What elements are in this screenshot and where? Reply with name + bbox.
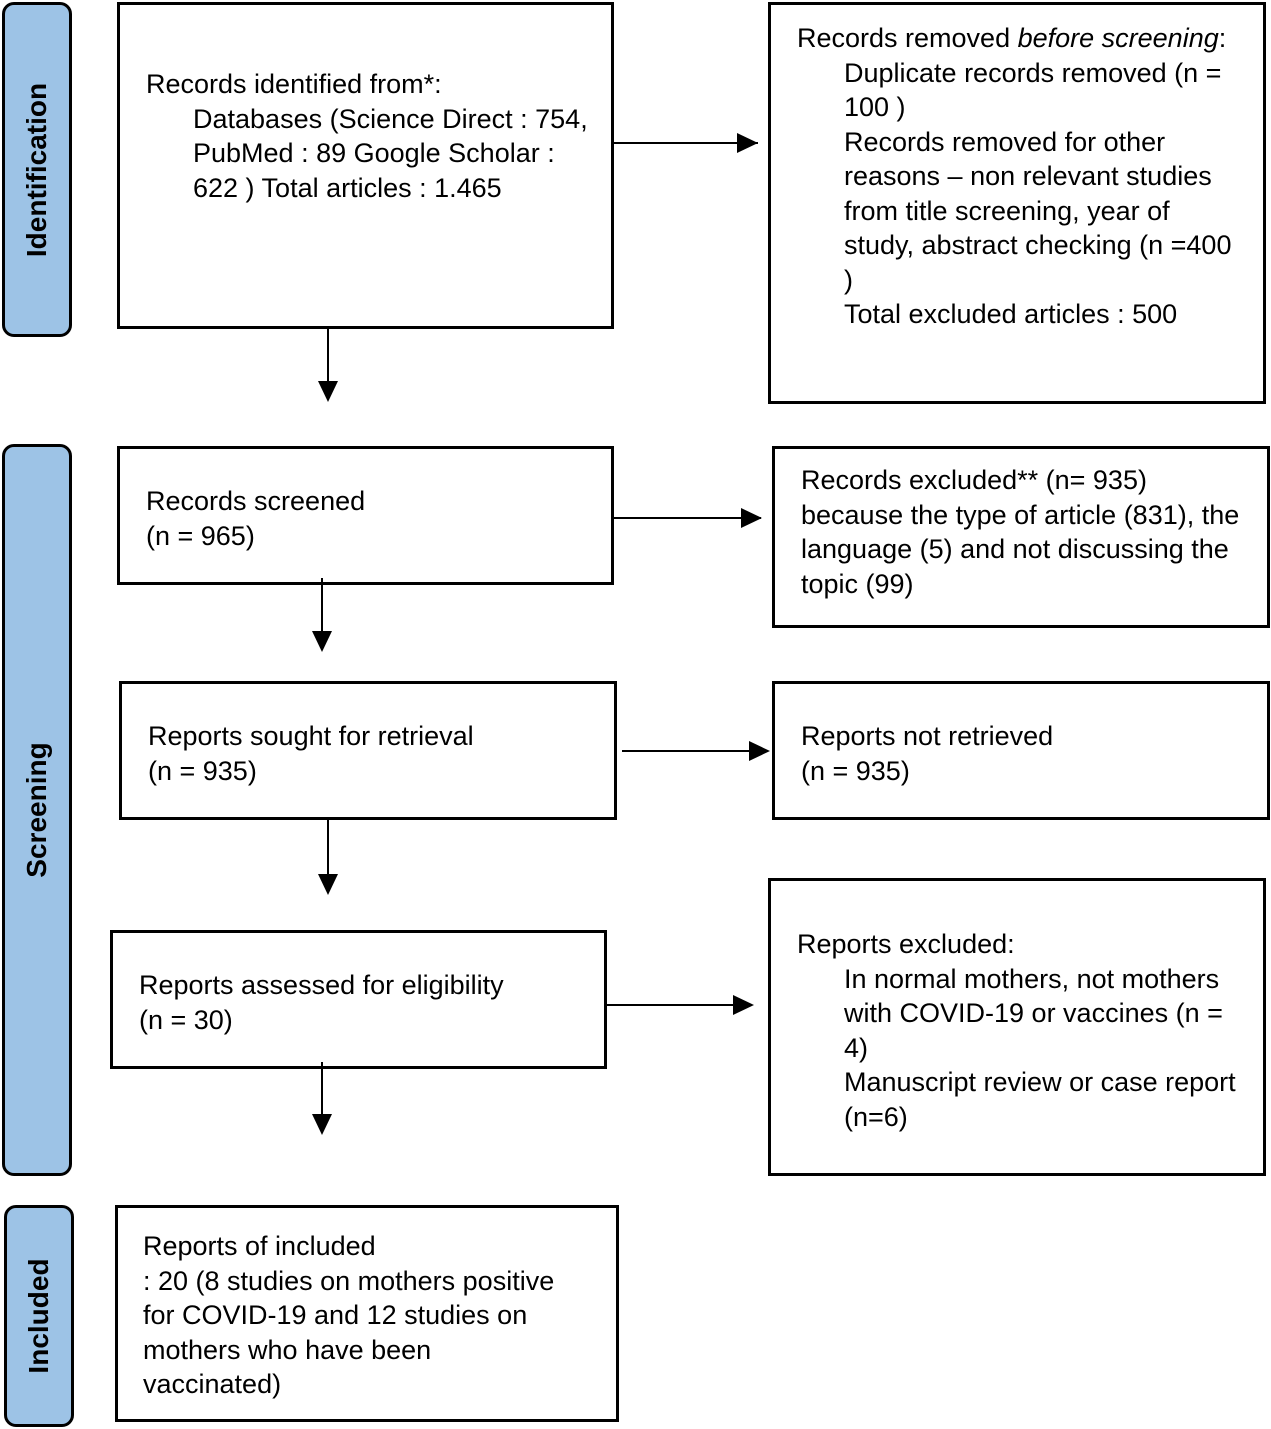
reports-sought-box: Reports sought for retrieval (n = 935) — [119, 681, 617, 820]
phase-identification: Identification — [2, 2, 72, 337]
arrowhead-screened-to-sought — [312, 631, 332, 652]
arrowhead-sought-to-not-retrieved — [749, 741, 770, 761]
arrowhead-sought-to-assessed — [318, 874, 338, 895]
reports-included-detail: : 20 (8 studies on mothers positive for … — [143, 1265, 555, 1400]
records-identified-box: Records identified from*: Databases (Sci… — [117, 2, 614, 329]
reports-assessed-box: Reports assessed for eligibility (n = 30… — [110, 930, 607, 1069]
reports-excluded-normal-mothers: In normal mothers, not mothers with COVI… — [844, 963, 1223, 1063]
records-screened-count: (n = 965) — [146, 520, 255, 551]
reports-assessed-count: (n = 30) — [139, 1004, 233, 1035]
records-identified-heading: Records identified from*: — [146, 69, 442, 99]
arrowhead-identified-to-removed — [737, 133, 758, 153]
reports-excluded-heading: Reports excluded: — [797, 929, 1015, 959]
arrowhead-assessed-to-included — [312, 1114, 332, 1135]
arrowhead-assessed-to-reports-excluded — [733, 995, 754, 1015]
reports-not-retrieved-label: Reports not retrieved — [801, 721, 1054, 751]
arrowhead-screened-to-excluded — [741, 508, 762, 528]
phase-included: Included — [4, 1205, 74, 1427]
phase-screening: Screening — [2, 444, 72, 1176]
records-screened-label: Records screened — [146, 486, 366, 516]
records-removed-box: Records removed before screening: Duplic… — [768, 2, 1266, 404]
records-identified-databases: Databases (Science Direct : 754, PubMed … — [193, 103, 588, 203]
records-removed-heading: Records removed before screening: — [797, 23, 1227, 53]
duplicate-records-removed: Duplicate records removed (n = 100 ) — [844, 57, 1222, 123]
reports-sought-count: (n = 935) — [148, 755, 257, 786]
reports-included-box: Reports of included : 20 (8 studies on m… — [115, 1205, 619, 1422]
reports-not-retrieved-box: Reports not retrieved (n = 935) — [772, 681, 1270, 820]
reports-sought-label: Reports sought for retrieval — [148, 721, 474, 751]
reports-included-label: Reports of included — [143, 1231, 376, 1261]
records-excluded-text: Records excluded** (n= 935) because the … — [801, 465, 1240, 599]
reports-not-retrieved-count: (n = 935) — [801, 755, 910, 786]
records-removed-other-reasons: Records removed for other reasons – non … — [844, 126, 1232, 295]
arrowhead-identified-to-screened — [318, 381, 338, 402]
records-screened-box: Records screened (n = 965) — [117, 446, 614, 585]
reports-excluded-box: Reports excluded: In normal mothers, not… — [768, 878, 1266, 1176]
reports-assessed-label: Reports assessed for eligibility — [139, 970, 504, 1000]
records-excluded-box: Records excluded** (n= 935) because the … — [772, 446, 1270, 628]
total-excluded-articles: Total excluded articles : 500 — [844, 299, 1178, 329]
reports-excluded-manuscript-review: Manuscript review or case report (n=6) — [844, 1067, 1236, 1132]
